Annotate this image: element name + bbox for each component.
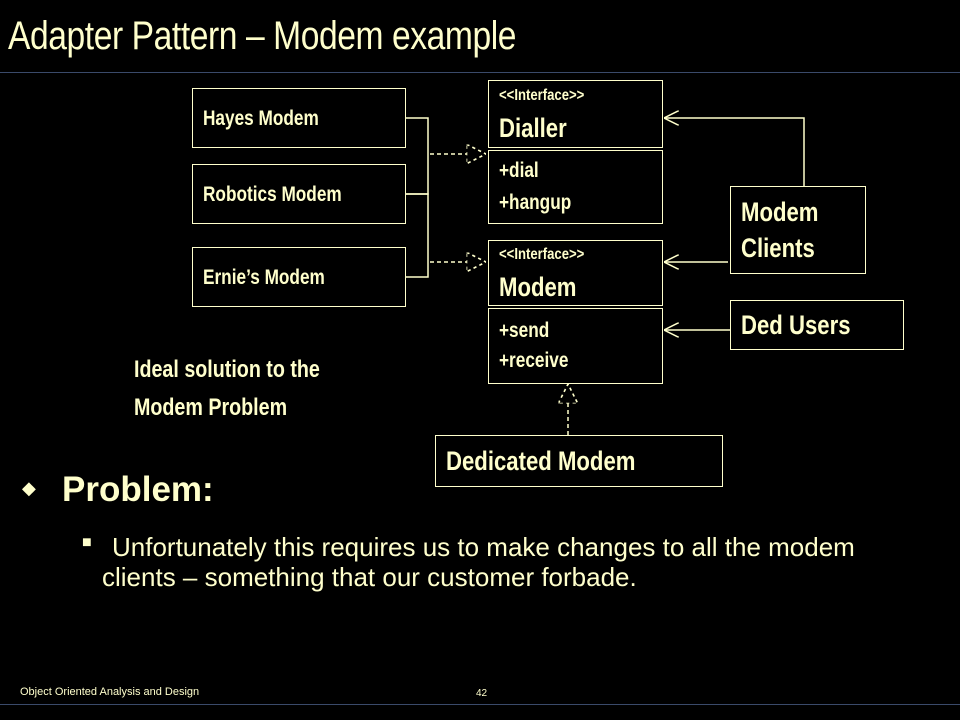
ernies-modem-box: Ernie’s Modem [192, 247, 406, 307]
diagram-caption-line1: Ideal solution to the [134, 356, 320, 383]
problem-heading: Problem: [62, 470, 214, 509]
square-bullet-icon: ■ [82, 534, 92, 551]
slide-title: Adapter Pattern – Modem example [8, 14, 517, 58]
ded-users-label: Ded Users [741, 310, 851, 340]
modem-clients-box: Modem Clients [730, 186, 866, 274]
title-divider [0, 72, 960, 73]
robotics-modem-label: Robotics Modem [203, 183, 342, 206]
dedicated-modem-label: Dedicated Modem [446, 446, 636, 476]
hayes-modem-box: Hayes Modem [192, 88, 406, 148]
modem-op-send: +send [499, 319, 550, 342]
modem-interface-header: <<Interface>> Modem [488, 240, 663, 306]
ernies-modem-label: Ernie’s Modem [203, 266, 325, 289]
modem-interface-ops: +send +receive [488, 308, 663, 384]
problem-description: Unfortunately this requires us to make c… [102, 532, 855, 592]
clients-to-dialler [664, 118, 805, 186]
modem-clients-line2: Clients [741, 233, 815, 263]
dedicated-modem-box: Dedicated Modem [435, 435, 723, 487]
modem-stereotype: <<Interface>> [499, 246, 585, 263]
dialler-interface-header: <<Interface>> Dialler [488, 80, 663, 148]
modem-clients-line1: Modem [741, 197, 819, 227]
dialler-interface-ops: +dial +hangup [488, 150, 663, 224]
modem-implementations-connector [406, 117, 429, 278]
diamond-bullet-icon: ◆ [22, 478, 36, 498]
modem-op-receive: +receive [499, 349, 569, 372]
footer-course-title: Object Oriented Analysis and Design [20, 686, 200, 698]
footer-divider [0, 704, 960, 705]
diagram-caption-line2: Modem Problem [134, 394, 288, 421]
dialler-name: Dialler [499, 113, 567, 143]
robotics-modem-box: Robotics Modem [192, 164, 406, 224]
dialler-stereotype: <<Interface>> [499, 87, 585, 104]
dialler-op-hangup: +hangup [499, 191, 572, 214]
ded-users-box: Ded Users [730, 300, 904, 350]
hayes-modem-label: Hayes Modem [203, 107, 319, 130]
dialler-op-dial: +dial [499, 159, 539, 182]
modem-iface-name: Modem [499, 272, 577, 302]
page-number: 42 [476, 688, 488, 699]
